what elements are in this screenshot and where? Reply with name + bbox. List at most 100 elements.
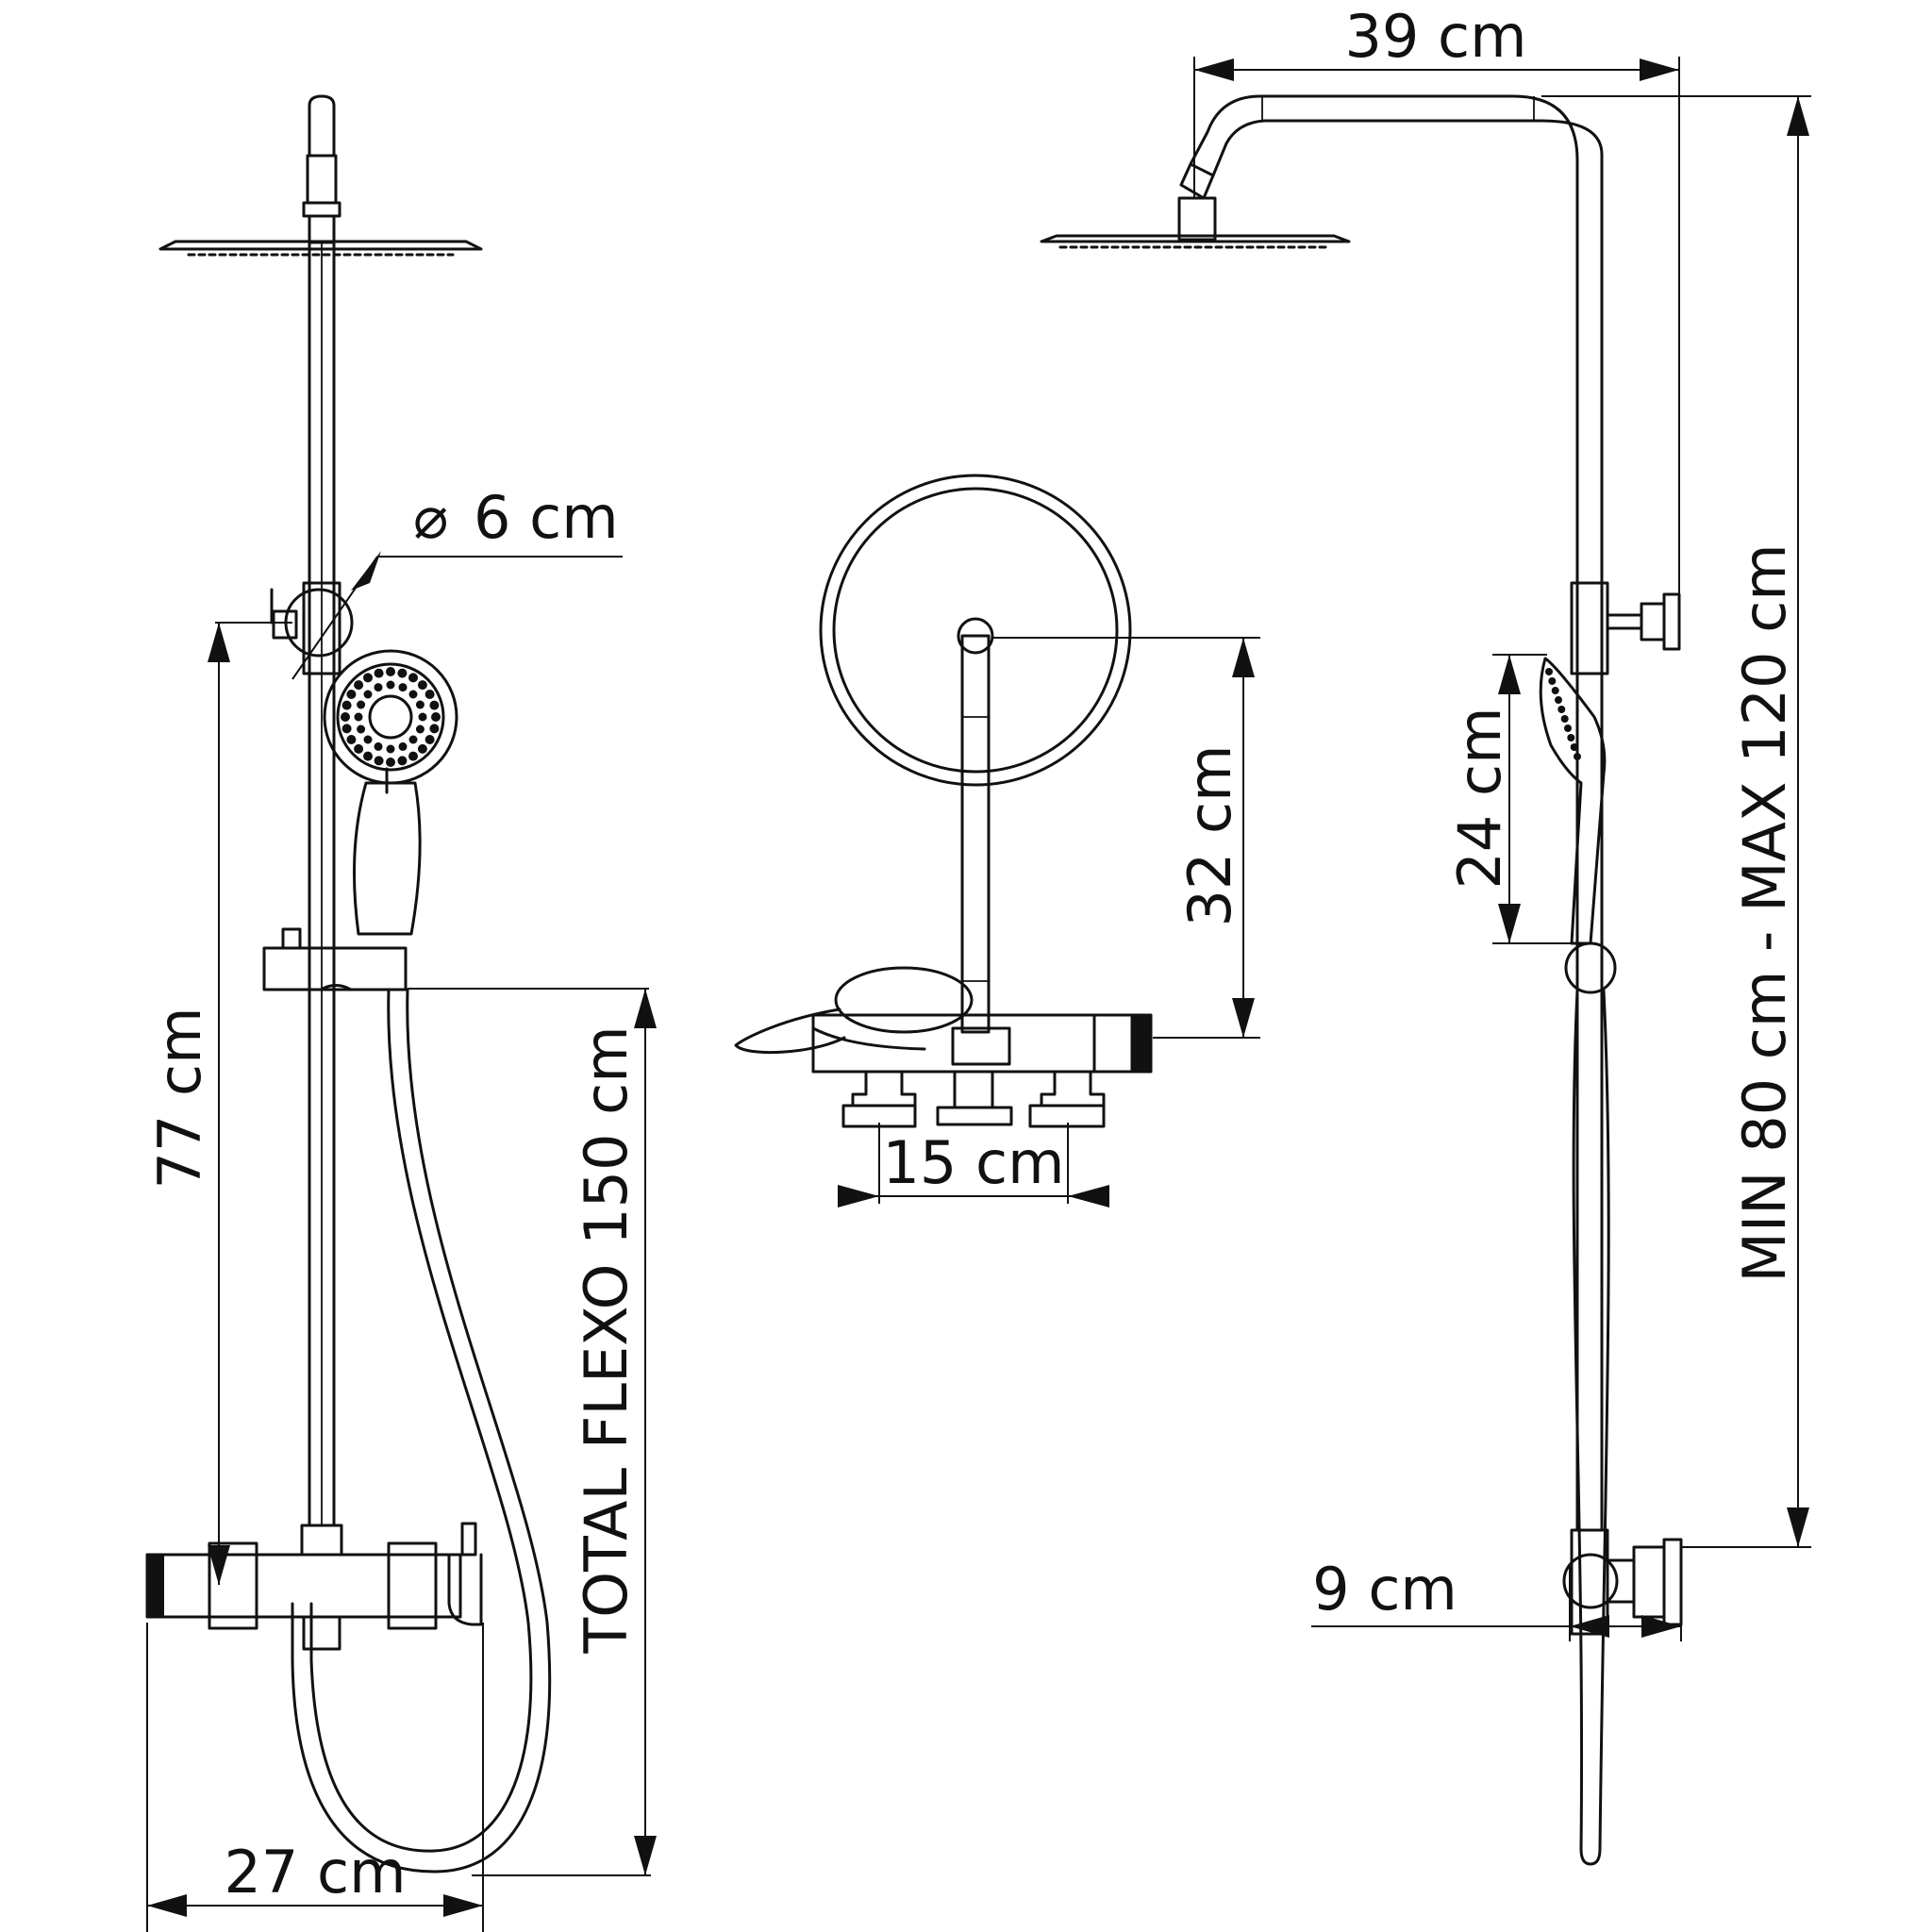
side-dimensions [1193,57,1811,1641]
riser-nut [302,201,341,218]
shower-hose [309,988,533,1853]
nozzle-dot [386,744,395,754]
overhead-shower-outer-ring [819,474,1132,787]
nozzle-dot [363,751,373,761]
nozzle-dot [357,700,366,709]
dim-label-77cm: 77 cm [145,1007,214,1189]
nozzle-dot [1555,696,1562,704]
nozzle-dot [354,680,364,691]
nozzle-dot [408,751,418,761]
dim-label-6cm: ⌀ 6 cm [413,483,619,552]
dim-label-32cm: 32 cm [1175,744,1244,926]
dim-label-27cm: 27 cm [224,1838,406,1907]
diverter-sleeve [302,581,341,675]
riser-connector [306,154,338,205]
nozzle-dot [417,743,427,754]
nozzle-dot [341,724,352,734]
dim-label-min-max: MIN 80 cm - MAX 120 cm [1730,543,1799,1282]
nozzle-dot [429,700,440,710]
hand-shower-handle [353,781,422,936]
overhead-shower-side [1040,234,1351,243]
nozzle-dot [398,741,408,751]
diameter-value: 6 cm [474,483,619,552]
nozzle-dot [374,668,384,678]
valve-lever [447,1553,483,1626]
right-inlet-top [1040,1070,1106,1108]
nozzle-dot [357,724,366,734]
valve-top-outlet [300,1524,343,1557]
nozzle-dot [1551,687,1559,694]
front-dimensions [146,551,657,1932]
front-view [145,94,552,1874]
valve-left-inlet [208,1541,258,1630]
nozzle-dot [397,756,408,766]
thermostatic-valve-body [145,1553,462,1619]
nozzle-dot [374,741,383,751]
nozzle-dot [1564,724,1572,732]
head-swivel [1179,162,1215,200]
nozzle-dot [363,735,373,744]
nozzle-dot [431,712,441,722]
dim-label-9cm: 9 cm [1312,1555,1457,1624]
riser-and-arm-outer [1189,94,1579,1532]
slider-bracket [262,946,408,991]
hand-shower-holder [1564,941,1617,994]
hand-shower-side [1539,657,1607,945]
nozzle-dot [408,735,418,744]
nozzle-dot [429,724,440,734]
nozzle-dot [386,680,395,690]
riser-top-cap [308,94,336,158]
nozzle-dot [374,683,383,692]
nozzle-dot [1545,668,1553,675]
nozzle-dot [386,667,395,676]
arm-joint [957,617,994,655]
nozzle-dot [1570,743,1578,751]
top-view [734,474,1153,1128]
nozzle-dot [354,743,364,754]
top-dimensions [838,637,1260,1208]
nozzle-dot [415,724,425,734]
nozzle-dot [386,758,395,767]
nozzle-dot [354,712,363,722]
nozzle-dot [1567,734,1575,741]
hand-shower-top [834,966,974,1034]
diverter-knob [272,609,298,640]
nozzle-dot [346,735,357,744]
valve-right-inlet [387,1541,438,1630]
riser-neck [308,214,336,244]
nozzle-dot [1557,706,1566,713]
nozzle-dot [397,668,408,678]
nozzle-dot [425,735,435,744]
nozzle-dot [1560,715,1569,723]
dim-label-39cm: 39 cm [1344,2,1526,71]
overhead-shower-head [158,240,483,251]
nozzle-dot [415,700,425,709]
dim-label-24cm: 24 cm [1445,707,1514,889]
diameter-symbol: ⌀ [413,483,448,552]
nozzle-dot [341,712,350,722]
nozzle-dot [418,712,427,722]
riser-and-arm-inner [1211,119,1604,1532]
nozzle-dot [408,673,418,683]
nozzle-dot [341,700,352,710]
side-view [1040,94,1683,1866]
dim-label-15cm: 15 cm [882,1128,1064,1197]
nozzle-dot [408,690,418,699]
valve-bottom-outlet [302,1615,341,1651]
shower-arm-top [960,634,991,1034]
nozzle-dot [398,683,408,692]
nozzle-dot [363,690,373,699]
overhead-shower-inner-ring [832,487,1119,774]
dim-label-total-flexo: TOTAL FLEXO 150 cm [572,1025,641,1654]
hose-side [1572,989,1610,1866]
nozzle-dot [346,690,357,699]
nozzle-dot [417,680,427,691]
nozzle-dot [425,690,435,699]
nozzle-dot [363,673,373,683]
valve-end-cap [147,1555,164,1617]
valve-knob-side [1632,1545,1666,1619]
nozzle-dot [1574,753,1581,760]
nozzle-dot [1548,677,1557,685]
left-inlet-top [851,1070,917,1108]
